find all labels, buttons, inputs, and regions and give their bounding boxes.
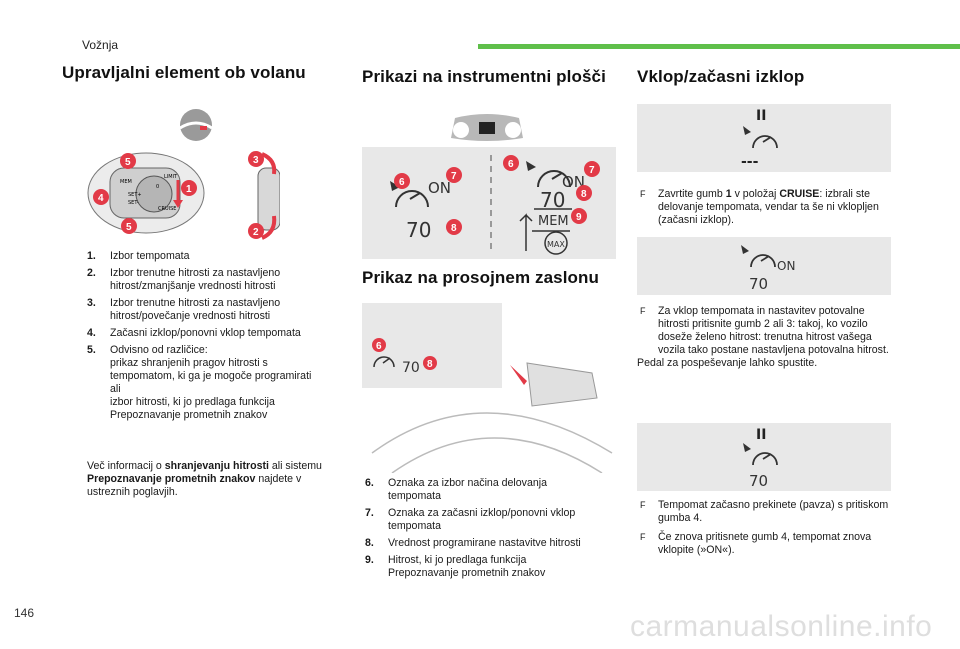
badge-5-top	[120, 153, 136, 169]
svg-text:9: 9	[576, 212, 582, 223]
status-panel-1: II ---	[637, 104, 891, 172]
col2-title2: Prikaz na prosojnem zaslonu	[362, 268, 599, 287]
pause-icon: II	[756, 427, 766, 443]
watermark: carmanualsonline.info	[630, 610, 933, 643]
svg-text:6: 6	[508, 159, 514, 170]
pause-icon: II	[756, 108, 766, 124]
cluster-left-speed: 70	[406, 218, 431, 242]
page-number: 146	[14, 606, 35, 620]
svg-text:6: 6	[376, 341, 382, 352]
dashes-readout: ---	[741, 154, 759, 170]
svg-text:SET-: SET-	[128, 200, 139, 206]
gauge-icon	[743, 126, 778, 149]
list-item: 7.Oznaka za začasni izklop/ponovni vklop…	[365, 507, 576, 532]
hud-speed: 70	[402, 360, 420, 376]
svg-text:8: 8	[581, 189, 587, 200]
col2-title: Prikazi na instrumentni plošči	[362, 67, 606, 86]
cluster-mem: MEM	[538, 214, 569, 229]
badge-6-right	[503, 155, 519, 171]
svg-text:8: 8	[427, 359, 433, 370]
badge-6-left	[394, 173, 410, 189]
badge-1	[181, 180, 197, 196]
list-item: 8.Vrednost programirane nastavitve hitro…	[365, 537, 581, 549]
badge-3	[248, 151, 264, 167]
cluster-right-speed: 70	[540, 188, 565, 212]
list-item: 2.Izbor trenutne hitrosti za nastavljeno…	[87, 267, 281, 292]
cluster-icon	[451, 114, 523, 141]
col1-title: Upravljalni element ob volanu	[62, 63, 306, 82]
gauge-icon-right	[526, 161, 571, 188]
list-item: 1.Izbor tempomata	[87, 250, 190, 262]
svg-text:8: 8	[451, 223, 457, 234]
panel2-speed: 70	[749, 275, 768, 293]
section-header: Vožnja	[82, 38, 119, 52]
svg-text:2: 2	[253, 227, 259, 238]
col2-legend: 6.Oznaka za izbor načina delovanja tempo…	[365, 477, 617, 584]
badge-8-right	[576, 185, 592, 201]
pedal-note: Pedal za pospeševanje lahko spustite.	[637, 357, 818, 369]
svg-text:CRUISE: CRUISE	[158, 206, 176, 212]
badge-5-bottom	[121, 218, 137, 234]
header-rule	[478, 44, 960, 49]
list-item: 4.Začasni izklop/ponovni vklop tempomata	[87, 327, 301, 339]
status-panel-2: ON 70	[637, 237, 891, 295]
svg-text:6: 6	[399, 177, 405, 188]
stalk-side-view	[257, 152, 280, 240]
panel2-on: ON	[777, 259, 795, 273]
svg-text:3: 3	[253, 155, 259, 166]
panel3-speed: 70	[749, 472, 768, 490]
svg-text:5: 5	[126, 222, 132, 233]
hud-diagram: 70 6 8	[362, 303, 613, 473]
steering-control-diagram: MEM LIMIT CRUISE SET+ SET- 0 1 2 3 4 5 5	[87, 109, 280, 240]
list-item: 5.Odvisno od različice: prikaz shranjeni…	[87, 344, 312, 421]
svg-text:MEM: MEM	[120, 179, 132, 185]
gauge-icon	[743, 443, 778, 466]
col1-more-info: Več informacij o shranjevanju hitrosti a…	[87, 460, 322, 498]
hud-gauge-icon	[373, 356, 395, 368]
svg-text:4: 4	[98, 193, 104, 204]
badge-2	[248, 223, 264, 239]
gauge-icon	[390, 181, 429, 208]
svg-text:LIMIT: LIMIT	[164, 174, 178, 180]
badge-7-left	[446, 167, 462, 183]
col3-title: Vklop/začasni izklop	[637, 67, 805, 86]
cluster-right-on: ON	[562, 173, 585, 191]
list-item: 9.Hitrost, ki jo predlaga funkcija Prepo…	[365, 554, 546, 579]
badge-9-right	[571, 208, 587, 224]
stalk-drawing: MEM LIMIT CRUISE SET+ SET- 0	[87, 152, 205, 234]
svg-text:5: 5	[125, 157, 131, 168]
cluster-panel: ON 70 ON 70 MEM MAX 6 7 8 6 7 8 9	[362, 147, 616, 259]
steering-wheel-icon	[179, 109, 213, 141]
svg-text:1: 1	[186, 184, 192, 195]
svg-text:7: 7	[451, 171, 457, 182]
badge-8-left	[446, 219, 462, 235]
list-item: 6.Oznaka za izbor načina delovanja tempo…	[365, 477, 548, 502]
col1-legend: 1.Izbor tempomata 2.Izbor trenutne hitro…	[87, 250, 345, 426]
cluster-left-on: ON	[428, 179, 451, 197]
badge-6-hud	[372, 338, 386, 352]
list-item: 3.Izbor trenutne hitrosti za nastavljeno…	[87, 297, 281, 322]
badge-8-hud	[423, 356, 437, 370]
badge-7-right	[584, 161, 600, 177]
svg-text:0: 0	[156, 184, 159, 190]
svg-text:7: 7	[589, 165, 595, 176]
svg-text:SET+: SET+	[128, 192, 142, 198]
status-panel-3: II 70	[637, 423, 891, 491]
cluster-max: MAX	[547, 240, 565, 249]
gauge-icon	[741, 245, 776, 268]
badge-4	[93, 189, 109, 205]
